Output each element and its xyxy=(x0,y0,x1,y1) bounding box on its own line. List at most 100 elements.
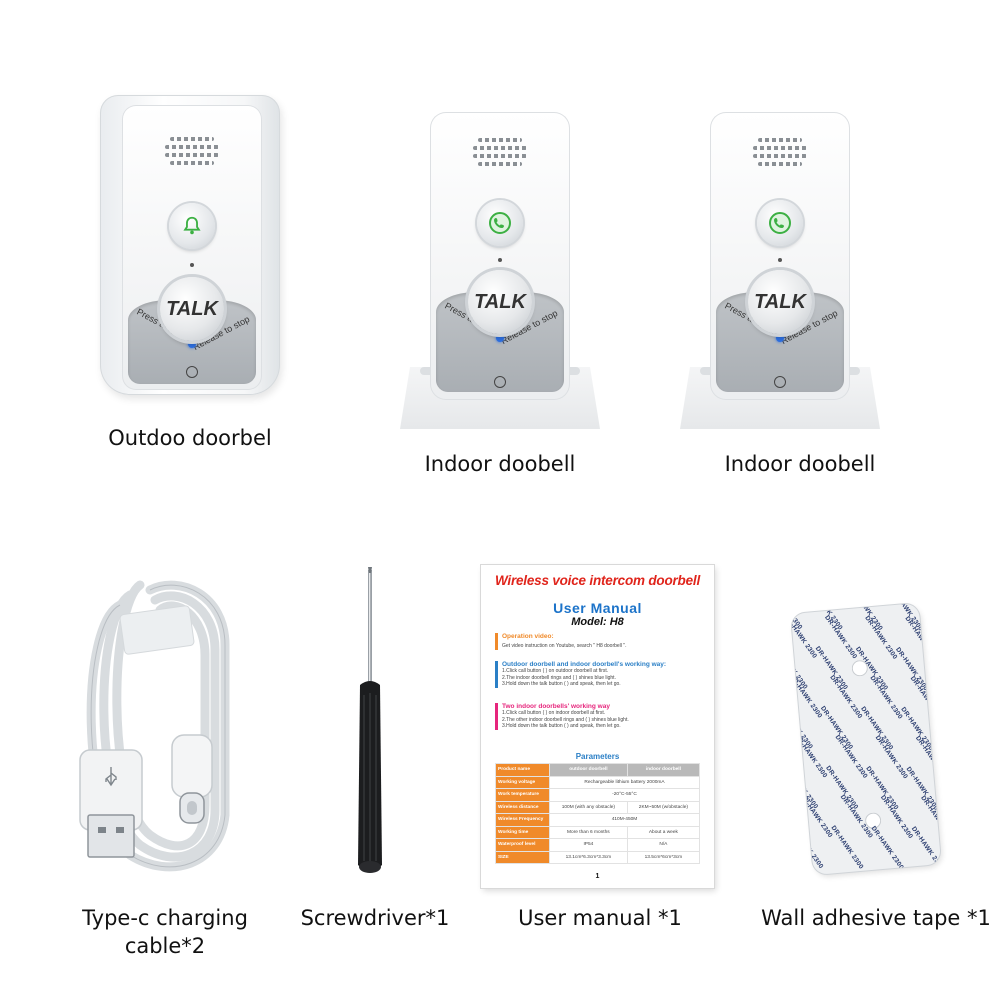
manual-param-value: IP54 xyxy=(549,838,628,852)
brand-logo xyxy=(494,376,506,388)
status-led xyxy=(776,334,784,342)
manual-title: Wireless voice intercom doorbell xyxy=(494,573,701,588)
manual-param-key: SIZE xyxy=(495,850,550,864)
caption-manual: User manual *1 xyxy=(518,906,682,930)
caption-screwdriver: Screwdriver*1 xyxy=(300,906,450,930)
tape-print: DR-HAWK 2300 xyxy=(818,705,855,752)
usb-icon xyxy=(105,767,117,787)
manual-param-value: About a week xyxy=(626,825,701,839)
tape-print: DR-HAWK 2300 xyxy=(904,765,940,812)
manual-param-key: Working voltage xyxy=(495,775,550,789)
indoor-doorbell-1: Press to speak Release to stop TALK xyxy=(395,112,605,432)
manual-params-row: Work temperature-20°C-55°C xyxy=(495,788,700,802)
manual-param-key: Wireless distance xyxy=(495,800,550,814)
manual-video-line: Get video instruction on Youtube, search… xyxy=(502,643,627,649)
manual-param-key: Waterproof level xyxy=(495,838,550,852)
tape-print: DR-HAWK 2300 xyxy=(919,794,942,841)
brand-logo xyxy=(186,366,198,378)
manual-param-value: N/A xyxy=(626,838,701,852)
caption-tape: Wall adhesive tape *1 xyxy=(761,906,991,930)
manual-param-value: 2KM~50M (w/obstacle) xyxy=(626,800,701,814)
indoor-mic xyxy=(778,258,782,262)
tape-print: DR-HAWK 2300 xyxy=(790,764,820,811)
tape-print: DR-HAWK 2300 xyxy=(833,733,869,780)
manual-param-value: 410M-450M xyxy=(549,813,700,827)
manual-param-value: outdoor doorbell xyxy=(549,763,628,777)
indoor-call-button xyxy=(477,200,523,246)
caption-indoor-doorbell-1: Indoor doobell xyxy=(424,452,576,476)
manual-two-indoor-section: Two indoor doorbells' working way 1.Clic… xyxy=(495,703,700,730)
manual-working-section: Outdoor doorbell and indoor doorbell's w… xyxy=(495,661,700,688)
indoor-call-button xyxy=(757,200,803,246)
indoor-face: Press to speak Release to stop TALK xyxy=(710,112,850,400)
usb-a-metal xyxy=(87,814,135,858)
indoor-mic xyxy=(498,258,502,262)
screwdriver xyxy=(358,567,382,873)
tape-print: DR-HAWK 2300 xyxy=(859,705,895,752)
tape-print: DR-HAWK 2300 xyxy=(798,793,834,840)
manual-param-key: Work temperature xyxy=(495,788,550,802)
manual-model: Model: H8 xyxy=(571,616,624,628)
manual-param-key: Product name xyxy=(495,763,550,777)
outdoor-call-button xyxy=(169,203,215,249)
status-led xyxy=(496,334,504,342)
tape-print: DR-HAWK 2300 xyxy=(873,734,909,781)
tape-print: DR-HAWK 2300 xyxy=(813,645,849,692)
manual-working-line: 1.Click call button ( ) on outdoor doorb… xyxy=(502,668,609,674)
tape-print: DR-HAWK 2300 xyxy=(899,706,935,753)
tape-print: DR-HAWK 2300 xyxy=(863,614,899,661)
manual-subtitle: User Manual xyxy=(553,600,642,616)
bell-icon xyxy=(183,216,201,235)
manual-working-line: 2.The indoor doorbell rings and ( ) shin… xyxy=(502,674,616,681)
user-manual: Wireless voice intercom doorbell User Ma… xyxy=(481,565,714,888)
tape-print: DR-HAWK 2300 xyxy=(909,825,942,872)
manual-video-head: Operation video: xyxy=(502,633,554,640)
phone-call-icon xyxy=(769,212,791,234)
manual-two-line: 2.The other indoor doorbell rings and ( … xyxy=(502,716,629,723)
tape-print: DR-HAWK 2300 xyxy=(903,615,939,662)
manual-working-head: Outdoor doorbell and indoor doorbell's w… xyxy=(502,661,667,668)
brand-logo xyxy=(774,376,786,388)
status-led xyxy=(188,340,196,348)
outdoor-talk-button: TALK xyxy=(160,277,224,341)
speaker-grille xyxy=(473,138,527,166)
manual-two-line: 3.Hold down the talk button ( ) and spea… xyxy=(502,723,621,729)
tape-print: DR-HAWK 2300 xyxy=(790,673,824,720)
indoor-doorbell-2: Press to speak Release to stop TALK xyxy=(675,112,885,432)
manual-param-value: 100M (with any obstacle) xyxy=(549,800,628,814)
manual-param-value: Rechargeable lithium battery 2000mA xyxy=(549,775,700,789)
caption-outdoor-doorbell: Outdoo doorbel xyxy=(108,426,272,450)
tape-print: DR-HAWK 2300 xyxy=(829,824,865,871)
phone-call-icon xyxy=(489,212,511,234)
manual-param-value: 13.1cm*6.3cm*3.3cm xyxy=(549,850,628,864)
tape-print: DR-HAWK 2300 xyxy=(894,646,930,693)
caption-indoor-doorbell-2: Indoor doobell xyxy=(724,452,876,476)
tape-print: DR-HAWK 2300 xyxy=(828,674,864,721)
indoor-talk-button: TALK xyxy=(748,270,812,334)
manual-param-value: indoor doorbell xyxy=(626,763,701,777)
manual-params-head: Parameters xyxy=(575,752,620,761)
indoor-face: Press to speak Release to stop TALK xyxy=(430,112,570,400)
type-c-housing xyxy=(171,734,213,798)
caption-cable: Type-c charging cable*2 xyxy=(82,906,248,958)
manual-video-section: Operation video: Get video instruction o… xyxy=(495,633,700,650)
tape-print: DR-HAWK 2300 xyxy=(878,794,915,841)
manual-page-number: 1 xyxy=(595,873,600,880)
tape-print: DR-HAWK 2300 xyxy=(868,674,904,721)
type-c-cable xyxy=(79,580,230,872)
manual-two-line: 1.Click call button ( ) on indoor doorbe… xyxy=(502,710,606,716)
tape-print: DR-HAWK 2300 xyxy=(864,765,900,812)
manual-param-value: -20°C-55°C xyxy=(549,788,700,802)
tape-print: DR-HAWK 2300 xyxy=(790,824,825,871)
tape-print: DR-HAWK 2300 xyxy=(824,764,860,811)
tape-print: DR-HAWK 2300 xyxy=(869,825,905,872)
